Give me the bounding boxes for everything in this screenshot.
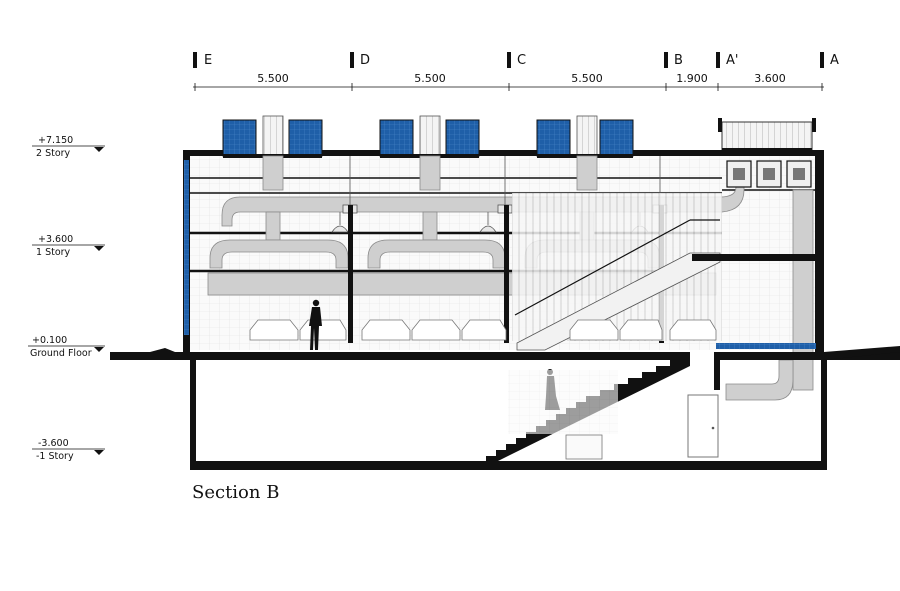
level-name: 1 Story	[36, 247, 71, 258]
level-marker-1-story: +3.600 1 Story	[32, 234, 105, 258]
axis-marker-a: A	[820, 52, 839, 68]
axis-marker-a-prime: A'	[716, 52, 738, 68]
axis-label-a: A	[830, 53, 839, 68]
level-name: Ground Floor	[30, 348, 92, 359]
dimension-label: 5.500	[414, 72, 446, 85]
solar-panel	[222, 119, 257, 157]
axis-label-b: B	[674, 53, 683, 68]
ground-slab	[110, 346, 900, 360]
basement-storage	[565, 434, 603, 460]
dimension-label: 1.900	[676, 72, 708, 85]
ventilation-chimney	[419, 115, 441, 157]
dimension-label: 5.500	[571, 72, 603, 85]
level-triangle-icon	[94, 347, 104, 352]
mezzanine-slab	[692, 254, 816, 261]
level-name: 2 Story	[36, 148, 71, 159]
solar-panel	[379, 119, 414, 157]
level-value: +0.100	[32, 335, 67, 346]
dimension-label: 5.500	[257, 72, 289, 85]
axis-label-c: C	[517, 53, 526, 68]
level-name: -1 Story	[36, 451, 74, 462]
axis-label-d: D	[360, 53, 370, 68]
basement-slab	[190, 461, 827, 470]
level-value: +7.150	[38, 135, 73, 146]
axis-label-e: E	[204, 53, 212, 68]
level-markers: +7.150 2 Story +3.600 1 Story +0.100 Gro…	[28, 135, 105, 462]
level-value: +3.600	[38, 234, 73, 245]
axis-label-a-prime: A'	[726, 53, 738, 68]
level-value: -3.600	[38, 438, 69, 449]
axis-marker-b: B	[664, 52, 683, 68]
ventilation-chimney	[576, 115, 598, 157]
level-triangle-icon	[94, 246, 104, 251]
level-triangle-icon	[94, 450, 104, 455]
rooftop-louver-unit	[721, 121, 813, 151]
left-facade-glazing	[184, 160, 189, 335]
solar-panel	[445, 119, 480, 157]
dimension-label: 3.600	[754, 72, 786, 85]
ventilation-chimney	[262, 115, 284, 157]
solar-panel	[599, 119, 634, 157]
hvac-units	[726, 160, 812, 188]
person-figure-icon	[309, 299, 322, 350]
level-marker-ground: +0.100 Ground Floor	[28, 335, 105, 359]
section-title: Section B	[192, 482, 279, 503]
axis-marker-e: E	[193, 52, 212, 68]
solar-panel	[288, 119, 323, 157]
basement-wall-tiles	[508, 370, 618, 434]
skylight-strip	[716, 343, 816, 349]
dimension-chain: 5.500 5.500 5.500 1.900 3.600	[193, 72, 824, 91]
basement-column	[714, 360, 720, 390]
basement-door	[687, 394, 719, 458]
roof-units	[222, 115, 816, 157]
level-marker-2-story: +7.150 2 Story	[32, 135, 105, 159]
grid-axes: E D C B A' A	[193, 52, 839, 68]
level-marker-minus-1: -3.600 -1 Story	[32, 438, 105, 462]
axis-marker-d: D	[350, 52, 370, 68]
axis-marker-c: C	[507, 52, 526, 68]
upper-stair	[514, 219, 721, 351]
solar-panel	[536, 119, 571, 157]
level-triangle-icon	[94, 147, 104, 152]
